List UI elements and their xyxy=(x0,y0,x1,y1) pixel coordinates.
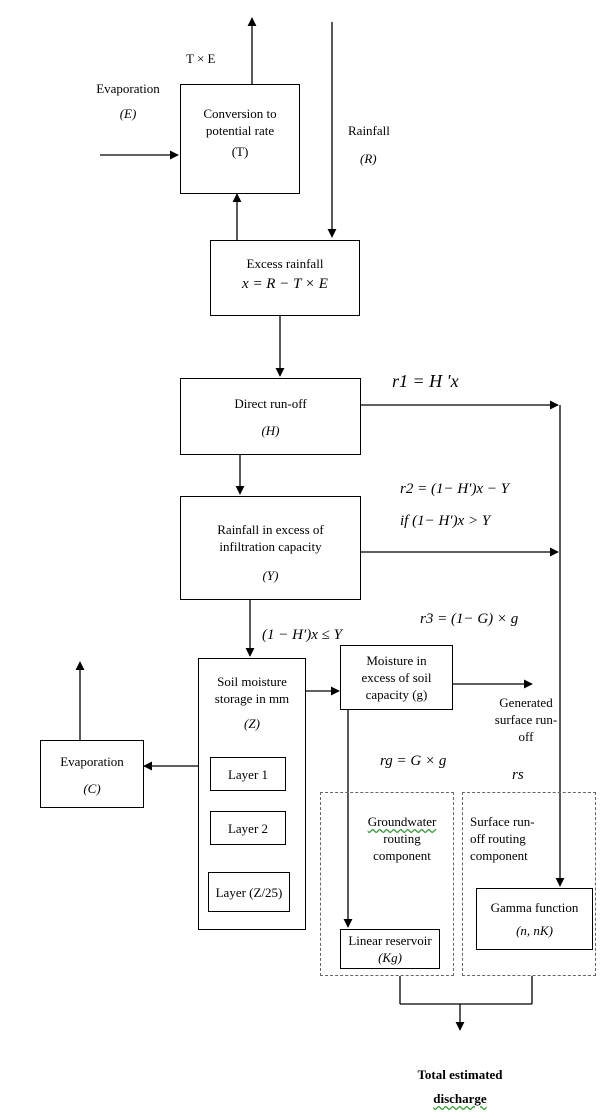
r1-equation: r1 = H ′x xyxy=(392,371,459,391)
output-line2: discharge xyxy=(433,1091,487,1106)
surface-line1: Surface run- xyxy=(470,814,535,829)
evaporation-c-symbol: (C) xyxy=(83,781,101,796)
groundwater-component-region xyxy=(320,792,454,976)
conversion-symbol: (T) xyxy=(231,144,249,159)
excess-rainfall-box: Excess rainfall x = R − T × E xyxy=(210,240,360,316)
evaporation-input-symbol: (E) xyxy=(119,106,137,121)
infiltration-symbol: (Y) xyxy=(262,568,279,583)
rainfall-symbol: (R) xyxy=(360,151,377,166)
rs-label: rs xyxy=(512,767,524,783)
rainfall-label: Rainfall xyxy=(348,123,390,138)
direct-runoff-label: Direct run-off xyxy=(234,396,307,411)
generated-line1: Generated xyxy=(499,695,553,710)
gamma-function-label: Gamma function xyxy=(490,900,579,915)
linear-reservoir-label: Linear reservoir xyxy=(348,933,432,948)
r2-condition: if (1− H′)x > Y xyxy=(400,513,491,529)
soil-moisture-line2: storage in mm xyxy=(214,691,290,706)
moisture-excess-box: Moisture in excess of soil capacity (g) xyxy=(340,645,453,710)
excess-rainfall-formula: x = R − T × E xyxy=(242,276,328,292)
surface-line3: component xyxy=(470,848,528,863)
groundwater-line1: Groundwater xyxy=(367,814,437,829)
infiltration-line1: Rainfall in excess of xyxy=(217,522,324,537)
evaporation-input-label: Evaporation xyxy=(96,81,160,96)
soil-condition: (1 − H′)x ≤ Y xyxy=(262,627,342,643)
infiltration-box: Rainfall in excess of infiltration capac… xyxy=(180,496,361,600)
generated-line2: surface run- xyxy=(494,712,558,727)
evaporation-c-label: Evaporation xyxy=(60,754,124,769)
groundwater-line3: component xyxy=(373,848,431,863)
layer1-label: Layer 1 xyxy=(227,767,269,782)
evaporation-c-box: Evaporation (C) xyxy=(40,740,144,808)
conversion-line1: Conversion to xyxy=(203,106,277,121)
txe-label: T × E xyxy=(186,51,216,66)
infiltration-line2: infiltration capacity xyxy=(219,539,322,554)
excess-rainfall-label: Excess rainfall xyxy=(246,256,324,271)
gamma-function-symbol: (n, nK) xyxy=(516,923,553,938)
layer2-box: Layer 2 xyxy=(210,811,286,845)
direct-runoff-symbol: (H) xyxy=(261,423,280,438)
direct-runoff-box: Direct run-off (H) xyxy=(180,378,361,455)
soil-moisture-symbol: (Z) xyxy=(244,716,260,731)
groundwater-line2: routing xyxy=(383,831,421,846)
soil-moisture-line1: Soil moisture xyxy=(217,674,287,689)
layer1-box: Layer 1 xyxy=(210,757,286,791)
linear-reservoir-box: Linear reservoir (Kg) xyxy=(340,929,440,969)
layer-z-box: Layer (Z/25) xyxy=(208,872,290,912)
r2-equation: r2 = (1− H′)x − Y xyxy=(400,481,510,497)
surface-line2: off routing xyxy=(470,831,526,846)
surface-component-region xyxy=(462,792,596,976)
moisture-excess-line1: Moisture in xyxy=(366,653,427,668)
gamma-function-box: Gamma function (n, nK) xyxy=(476,888,593,950)
layer2-label: Layer 2 xyxy=(227,821,269,836)
moisture-excess-line2: excess of soil xyxy=(361,670,432,685)
linear-reservoir-symbol: (Kg) xyxy=(378,950,402,965)
conversion-line2: potential rate xyxy=(205,123,275,138)
output-line1: Total estimated xyxy=(417,1067,503,1082)
rg-equation: rg = G × g xyxy=(380,753,447,769)
layer-z-label: Layer (Z/25) xyxy=(215,885,283,900)
r3-equation: r3 = (1− G) × g xyxy=(420,611,519,627)
conversion-box: Conversion to potential rate (T) xyxy=(180,84,300,194)
generated-line3: off xyxy=(518,729,534,744)
moisture-excess-line3: capacity (g) xyxy=(365,687,428,702)
